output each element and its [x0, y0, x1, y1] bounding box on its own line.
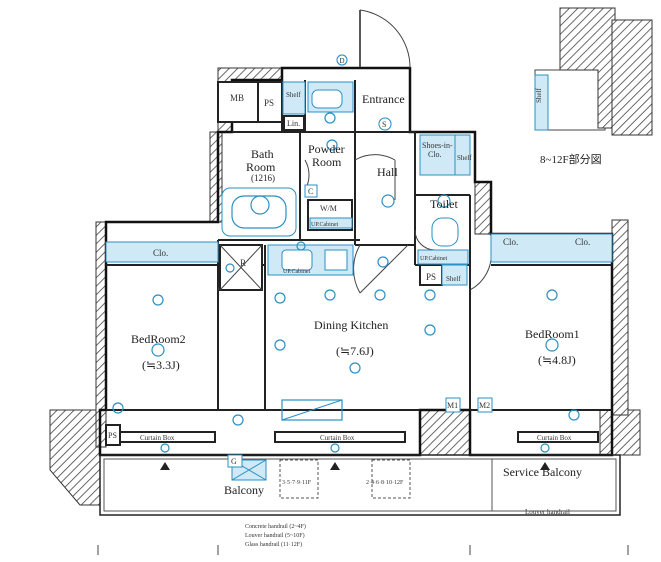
clo-label-bedroom2: Clo.	[153, 248, 168, 258]
wm-up-cabinet-label: UP.Cabinet	[311, 222, 339, 228]
service-balcony-label: Service Balcony	[503, 465, 582, 479]
toilet-label: Toilet	[430, 197, 458, 211]
bath-room-label-2: Room	[246, 160, 276, 174]
powder-sink	[311, 89, 343, 109]
shelf-label-mid: Shelf	[446, 275, 461, 283]
bedroom1-closet	[490, 233, 613, 263]
ps-label-top: PS	[264, 98, 274, 108]
toilet-bowl	[431, 217, 459, 247]
shoes-label-2: Clo.	[428, 150, 442, 159]
handrail-note-2: Louver handrail (5~10F)	[245, 532, 305, 539]
dimension-ticks	[97, 545, 629, 555]
toilet-up-cabinet-label: UP.Cabinet	[420, 256, 448, 262]
shelf-label-top: Shelf	[286, 91, 301, 99]
svg-text:Shelf: Shelf	[535, 88, 543, 103]
curtain-box-label-3: Curtain Box	[537, 434, 572, 442]
kitchen-up-cabinet-label: UP.Cabinet	[283, 269, 311, 275]
fixtures	[221, 89, 459, 421]
powder-room-label-2: Room	[312, 155, 342, 169]
linen-closet	[283, 115, 305, 131]
bedroom1-area: (≒4.8J)	[538, 353, 576, 367]
entrance-label: Entrance	[362, 92, 405, 106]
room-labels: Entrance Hall Toilet Powder Room Bath Ro…	[131, 92, 582, 497]
badge-d: D	[340, 57, 345, 65]
kitchen-sink	[281, 249, 313, 271]
lettered-badges: D S C G M1 M2	[227, 54, 493, 468]
inset-shelf	[534, 74, 549, 131]
kitchen-stove	[324, 249, 348, 271]
bedroom2-area: (≒3.3J)	[142, 358, 180, 372]
shoes-label-1: Shoes-in-	[422, 141, 453, 150]
bath-size-label: (1216)	[251, 173, 275, 183]
powder-room-label-1: Powder	[308, 142, 345, 156]
shelf-top	[282, 81, 306, 115]
lin-label: Lin.	[287, 119, 300, 128]
ps-label-left: PS	[108, 431, 117, 440]
balcony-area	[99, 454, 621, 516]
mb-box	[217, 81, 259, 123]
bedroom2-label: BedRoom2	[131, 332, 186, 346]
ps-label-mid: PS	[426, 272, 436, 282]
shelf-label-shoes: Shelf	[457, 154, 472, 162]
wm-up-cabinet	[309, 217, 353, 229]
badge-m2: M2	[479, 401, 490, 410]
handrail-note-3: Glass handrail (11·12F)	[245, 541, 302, 548]
mb-label: MB	[230, 93, 244, 103]
louver-handrail-label: Louver handrail	[525, 508, 570, 516]
inset-caption: 8~12F部分図	[540, 152, 602, 166]
bedroom2-closet	[105, 241, 219, 263]
shoes-shelf	[454, 134, 471, 176]
badge-s: S	[382, 120, 386, 129]
annotation-labels: Curtain Box Curtain Box Curtain Box 3·5·…	[140, 434, 572, 548]
bedroom1-label: BedRoom1	[525, 327, 580, 341]
floors-b-label: 2·4·6·8·10·12F	[366, 480, 404, 486]
floors-a-label: 3·5·7·9·11F	[282, 480, 312, 486]
floor-heating	[281, 399, 343, 421]
curtain-boxes	[119, 431, 599, 443]
curtain-box-label-2: Curtain Box	[320, 434, 355, 442]
balcony-label: Balcony	[224, 483, 264, 497]
dining-kitchen-label: Dining Kitchen	[314, 318, 388, 332]
shelf-mid	[441, 264, 468, 286]
curtain-box-label-1: Curtain Box	[140, 434, 175, 442]
storage-labels: MB PS Shelf Lin. Shoes-in- Clo. Shelf W/…	[108, 91, 590, 440]
dining-kitchen-area: (≒7.6J)	[336, 344, 374, 358]
refrigerator-label: R	[240, 258, 246, 268]
badge-g: G	[231, 457, 237, 466]
clo-label-bedroom1-b: Clo.	[575, 237, 590, 247]
wm-label: W/M	[320, 204, 337, 213]
hall-label: Hall	[377, 165, 398, 179]
handrail-note-1: Concrete handrail (2~4F)	[245, 523, 306, 530]
entrance-door	[359, 9, 411, 69]
badge-c: C	[308, 187, 313, 196]
badge-m1: M1	[447, 401, 458, 410]
inset-partial-plan: Shelf 8~12F部分図	[534, 7, 653, 166]
toilet-up-cabinet	[417, 249, 469, 265]
bathtub	[221, 187, 297, 237]
ps-box-top	[257, 81, 283, 123]
bath-room-label-1: Bath	[251, 147, 274, 161]
clo-label-bedroom1-a: Clo.	[503, 237, 518, 247]
